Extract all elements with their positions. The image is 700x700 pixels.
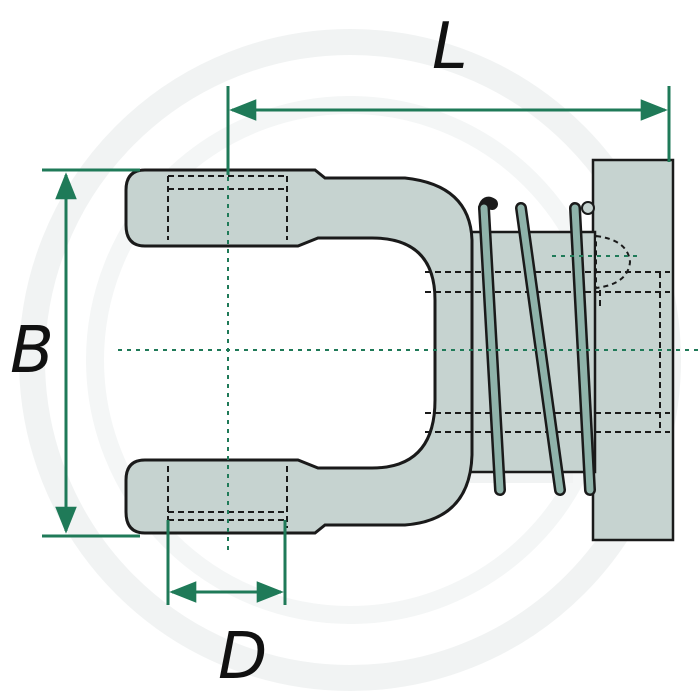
dimension-diameter bbox=[166, 520, 287, 605]
label-length: L bbox=[432, 10, 468, 84]
spring bbox=[478, 196, 596, 496]
clevis-fork bbox=[124, 168, 474, 535]
centerlines bbox=[118, 150, 700, 550]
dimension-width bbox=[42, 168, 140, 538]
lock-pin-head bbox=[595, 234, 632, 290]
label-diameter: D bbox=[218, 620, 267, 694]
label-width: B bbox=[10, 314, 54, 388]
dimension-length bbox=[226, 86, 671, 175]
